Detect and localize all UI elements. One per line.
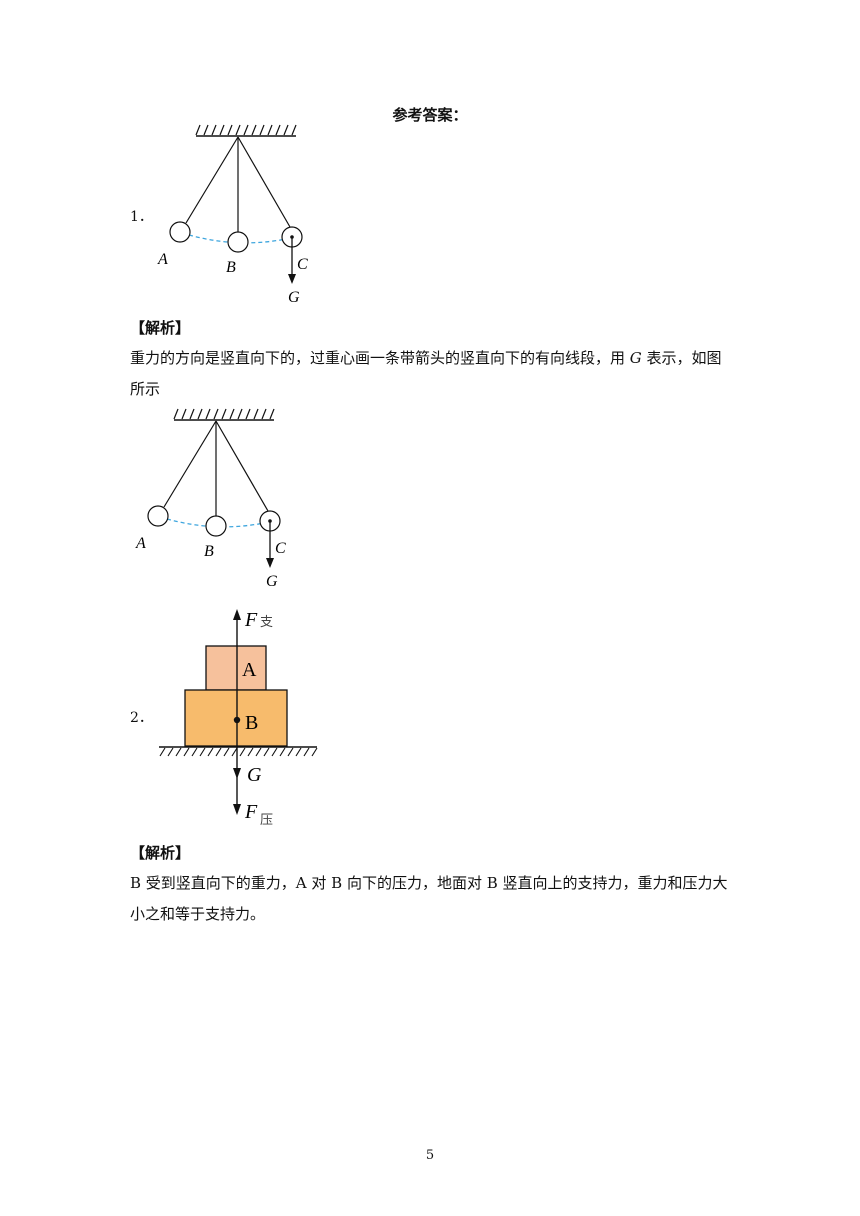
label-g-2: G — [266, 573, 278, 590]
question-1-number: 1． — [130, 209, 153, 225]
label-g: G — [288, 289, 300, 306]
analysis-1-line-1: 重力的方向是竖直向下的，过重心画一条带箭头的竖直向下的有向线段，用 G 表示，如… — [130, 343, 740, 374]
label-a: A — [157, 251, 168, 268]
block-b-label: B — [245, 712, 258, 734]
f-press-subscript: 压 — [260, 812, 273, 827]
support-force-arrowhead — [233, 609, 241, 620]
ball-a — [169, 221, 191, 243]
analysis-1-line-1-b: 表示，如图 — [641, 349, 722, 367]
label-c-2: C — [275, 540, 286, 557]
analysis-2-line-1: B 受到竖直向下的重力，A 对 B 向下的压力，地面对 B 竖直向上的支持力，重… — [130, 874, 728, 892]
analysis-text-1: 重力的方向是竖直向下的，过重心画一条带箭头的竖直向下的有向线段，用 G 表示，如… — [130, 343, 740, 405]
label-c: C — [297, 256, 308, 273]
page-title: 参考答案： — [392, 106, 468, 124]
analysis-text-2: B 受到竖直向下的重力，A 对 B 向下的压力，地面对 B 竖直向上的支持力，重… — [130, 868, 740, 930]
pressure-force-arrowhead — [233, 804, 241, 815]
analysis-2-line-2: 小之和等于支持力。 — [130, 905, 266, 923]
analysis-1-symbol: G — [629, 349, 642, 367]
label-b: B — [226, 259, 236, 276]
blocks-force-figure: A B F 支 G F 压 — [159, 609, 318, 827]
g-label: G — [247, 764, 262, 786]
f-press-label: F — [244, 801, 258, 823]
question-2-number: 2． — [130, 710, 153, 726]
gravity-arrowhead-2 — [233, 768, 241, 779]
block-a — [205, 645, 267, 691]
page-number: 5 — [425, 1148, 435, 1163]
analysis-1-line-1-a: 重力的方向是竖直向下的，过重心画一条带箭头的竖直向下的有向线段，用 — [130, 349, 630, 367]
block-a-label: A — [242, 659, 257, 681]
f-support-label: F — [244, 609, 258, 631]
pendulum-figure-2: A B C G — [135, 408, 286, 590]
block-b — [184, 689, 288, 747]
analysis-heading-1: 【解析】 — [130, 319, 191, 337]
center-of-mass-dot — [233, 716, 241, 724]
pendulum-figure-1: A B C G — [157, 124, 308, 306]
label-b-2: B — [204, 543, 214, 560]
gravity-arrowhead — [288, 274, 296, 284]
label-a-2: A — [135, 535, 146, 552]
analysis-heading-2: 【解析】 — [130, 844, 191, 862]
f-support-subscript: 支 — [260, 614, 273, 629]
analysis-1-line-2: 所示 — [130, 380, 161, 398]
ball-b — [227, 231, 249, 253]
